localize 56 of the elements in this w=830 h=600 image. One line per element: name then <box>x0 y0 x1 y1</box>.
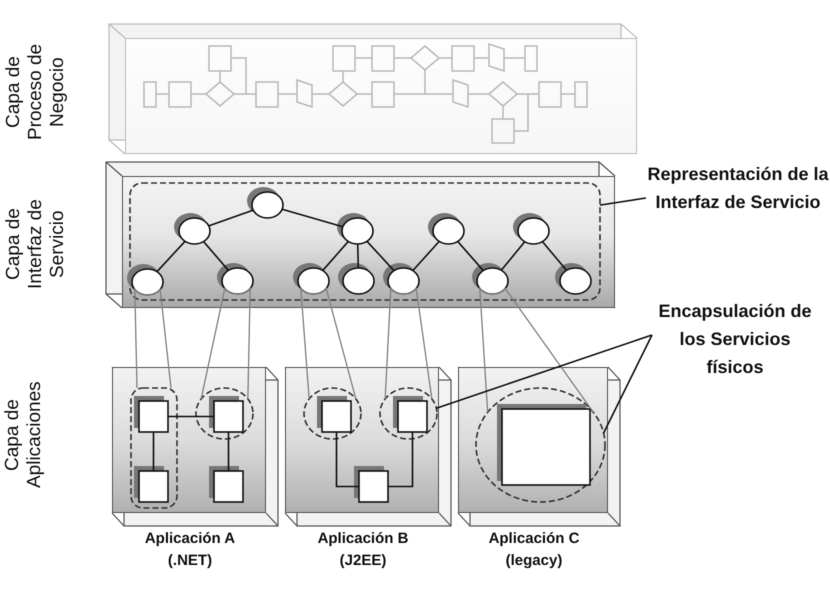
connector-line <box>282 208 344 228</box>
layer-label: Capa de Proceso de Negocio <box>3 42 69 142</box>
connector-line <box>156 240 186 272</box>
connector-line <box>300 288 356 400</box>
connector-line <box>200 288 251 400</box>
component-square <box>393 396 428 433</box>
connector-line <box>356 244 360 268</box>
encapsulation-circle <box>475 387 606 503</box>
application-label: Aplicación B (J2EE) <box>316 529 410 571</box>
encapsulation-circle <box>195 387 254 440</box>
service-ellipse <box>513 213 551 246</box>
connector-line <box>457 240 484 272</box>
service-ellipse <box>174 213 212 246</box>
callout-text: Encapsulación de los Servicios físicos <box>652 297 818 392</box>
service-ellipse <box>337 213 375 246</box>
service-ellipse <box>127 264 165 297</box>
service-ellipse <box>428 213 466 246</box>
service-ellipse <box>247 187 285 220</box>
service-ellipse <box>293 263 331 296</box>
encapsulation-circle <box>379 387 438 440</box>
callout-text: Representación de la Interfaz de Servicio <box>646 160 830 255</box>
service-ellipse <box>217 263 255 296</box>
service-ellipse <box>338 263 376 296</box>
leader-line <box>436 334 652 409</box>
connector-line <box>322 240 349 272</box>
leader-line <box>602 334 653 434</box>
connector-line <box>168 416 214 418</box>
layer-label: Capa de Interfaz de Servicio <box>3 198 69 291</box>
connector-line <box>366 240 395 272</box>
layer-label: Capa de Aplicaciones <box>2 380 46 490</box>
connector-line <box>388 432 414 488</box>
connector-line <box>208 209 254 227</box>
component-square <box>354 466 389 503</box>
application-label: Aplicación C (legacy) <box>488 529 580 571</box>
component-square <box>134 396 169 433</box>
connector-line <box>479 288 594 413</box>
component-square <box>209 466 244 503</box>
application-label: Aplicación A (.NET) <box>144 529 236 571</box>
connector-line <box>202 241 230 271</box>
component-square <box>497 404 591 486</box>
component-square <box>317 396 352 433</box>
component-square <box>209 396 244 433</box>
connector-line <box>384 288 432 400</box>
connector-line <box>500 241 526 271</box>
connector-line <box>412 240 440 272</box>
connector-line <box>542 241 568 271</box>
leader-line <box>600 197 646 206</box>
component-group <box>130 387 178 509</box>
service-ellipse <box>383 263 421 296</box>
service-ellipse <box>472 263 510 296</box>
component-square <box>134 466 169 503</box>
encapsulation-circle <box>303 387 362 440</box>
connector-line <box>228 432 230 471</box>
connector-line <box>152 432 154 471</box>
connector-line <box>336 432 359 488</box>
service-ellipse <box>555 263 593 296</box>
